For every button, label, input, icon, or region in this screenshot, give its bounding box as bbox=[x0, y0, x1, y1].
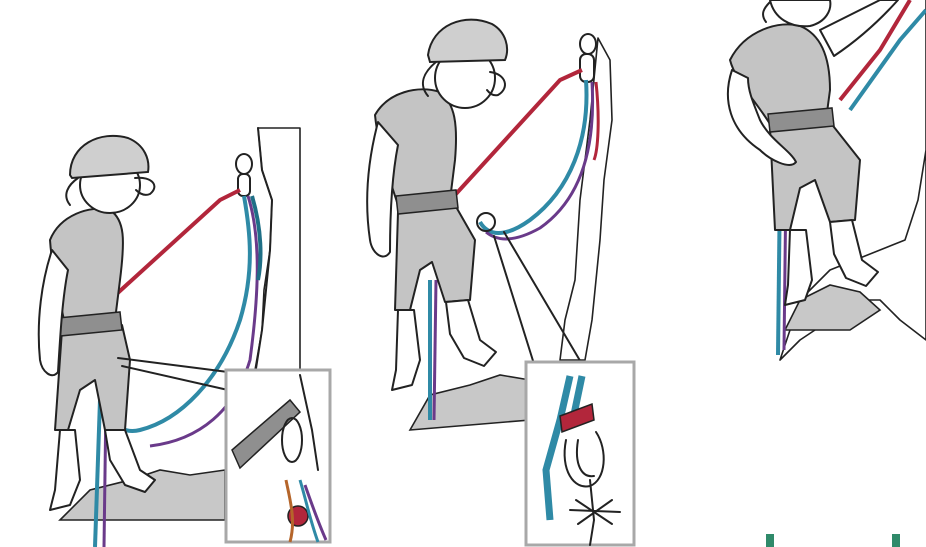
panel-1-leg-left bbox=[50, 430, 80, 510]
panel-1-helmet bbox=[70, 136, 148, 178]
panel-3-leg-left bbox=[785, 230, 812, 305]
panel-2-leg-right bbox=[446, 300, 496, 366]
panel-3-face bbox=[770, 0, 830, 26]
panel-2-leg-left bbox=[392, 310, 420, 390]
panel-1-leg-right bbox=[105, 430, 155, 492]
panel-1-rope-down bbox=[95, 400, 100, 547]
panel-3-shorts bbox=[770, 122, 860, 230]
panel-2-rope-blue-loop bbox=[480, 80, 587, 233]
panel-2-anchor-bolt bbox=[580, 34, 596, 82]
panel-3-climber-climbing bbox=[728, 0, 926, 360]
panel-3-arm-right bbox=[820, 0, 898, 56]
corner-marks bbox=[766, 534, 900, 547]
panel-2-helmet bbox=[428, 20, 507, 62]
panel-1-shorts bbox=[55, 325, 130, 430]
